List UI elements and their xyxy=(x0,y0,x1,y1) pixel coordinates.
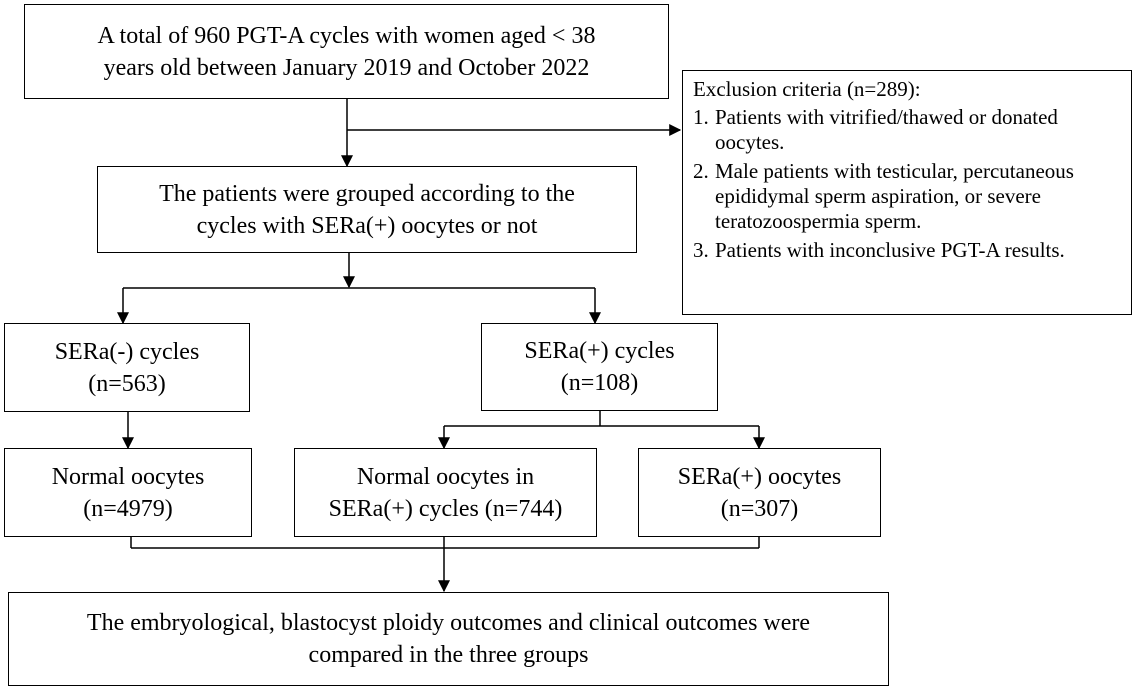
exclusion-item-number: 2. xyxy=(693,159,709,183)
total-cycles-line-2: years old between January 2019 and Octob… xyxy=(103,54,590,81)
normal-oocytes-in-sera-positive-count: SERa(+) cycles (n=744) xyxy=(328,495,563,522)
exclusion-item-number: 1. xyxy=(693,105,709,129)
sera-positive-cycles-label: SERa(+) cycles xyxy=(524,338,675,364)
total-cycles-box: A total of 960 PGT-A cycles with women a… xyxy=(24,4,669,99)
exclusion-list: 1. Patients with vitrified/thawed or don… xyxy=(693,105,1123,263)
total-cycles-line-1: A total of 960 PGT-A cycles with women a… xyxy=(97,22,596,49)
outcome-line-1: The embryological, blastocyst ploidy out… xyxy=(86,610,811,636)
normal-oocytes-label: Normal oocytes xyxy=(51,463,205,490)
grouping-line-1: The patients were grouped according to t… xyxy=(159,180,575,207)
exclusion-heading: Exclusion criteria (n=289): xyxy=(693,77,921,101)
exclusion-criteria-box: Exclusion criteria (n=289): 1. Patients … xyxy=(682,70,1132,315)
exclusion-item-text: Patients with vitrified/thawed or donate… xyxy=(715,105,1058,154)
exclusion-item: 3. Patients with inconclusive PGT-A resu… xyxy=(693,238,1123,263)
exclusion-item: 1. Patients with vitrified/thawed or don… xyxy=(693,105,1123,155)
grouping-box: The patients were grouped according to t… xyxy=(97,166,637,253)
sera-positive-oocytes-label: SERa(+) oocytes xyxy=(677,463,842,490)
sera-negative-cycles-label: SERa(-) cycles xyxy=(54,338,200,365)
sera-positive-cycles-count: (n=108) xyxy=(560,370,639,396)
normal-oocytes-in-sera-positive-box: Normal oocytes in SERa(+) cycles (n=744) xyxy=(294,448,597,537)
sera-positive-oocytes-box: SERa(+) oocytes (n=307) xyxy=(638,448,881,537)
sera-positive-oocytes-count: (n=307) xyxy=(720,495,799,522)
exclusion-item-number: 3. xyxy=(693,238,709,262)
grouping-line-2: cycles with SERa(+) oocytes or not xyxy=(196,212,538,239)
normal-oocytes-count: (n=4979) xyxy=(83,495,173,522)
sera-negative-cycles-box: SERa(-) cycles (n=563) xyxy=(4,323,250,412)
exclusion-item-text: Male patients with testicular, percutane… xyxy=(715,159,1074,233)
normal-oocytes-in-sera-positive-label: Normal oocytes in xyxy=(356,463,535,490)
exclusion-item: 2. Male patients with testicular, percut… xyxy=(693,159,1123,234)
exclusion-item-text: Patients with inconclusive PGT-A results… xyxy=(715,238,1065,262)
sera-negative-cycles-count: (n=563) xyxy=(88,370,166,397)
outcome-line-2: compared in the three groups xyxy=(308,642,589,668)
normal-oocytes-box: Normal oocytes (n=4979) xyxy=(4,448,252,537)
sera-positive-cycles-box: SERa(+) cycles (n=108) xyxy=(481,323,718,411)
outcome-comparison-box: The embryological, blastocyst ploidy out… xyxy=(8,592,889,686)
